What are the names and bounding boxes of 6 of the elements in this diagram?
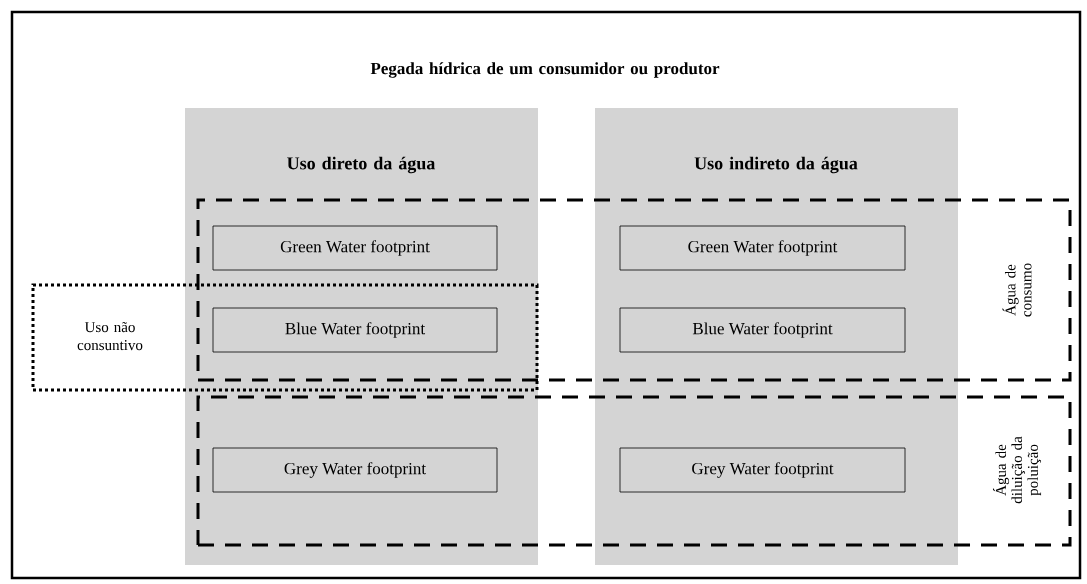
footprint-box: Blue Water footprint: [212, 307, 498, 353]
footprint-box: Green Water footprint: [619, 225, 906, 271]
footprint-box: Grey Water footprint: [619, 447, 906, 493]
footprint-box: Grey Water footprint: [212, 447, 498, 493]
footprint-box: Blue Water footprint: [619, 307, 906, 353]
footprint-box: Green Water footprint: [212, 225, 498, 271]
